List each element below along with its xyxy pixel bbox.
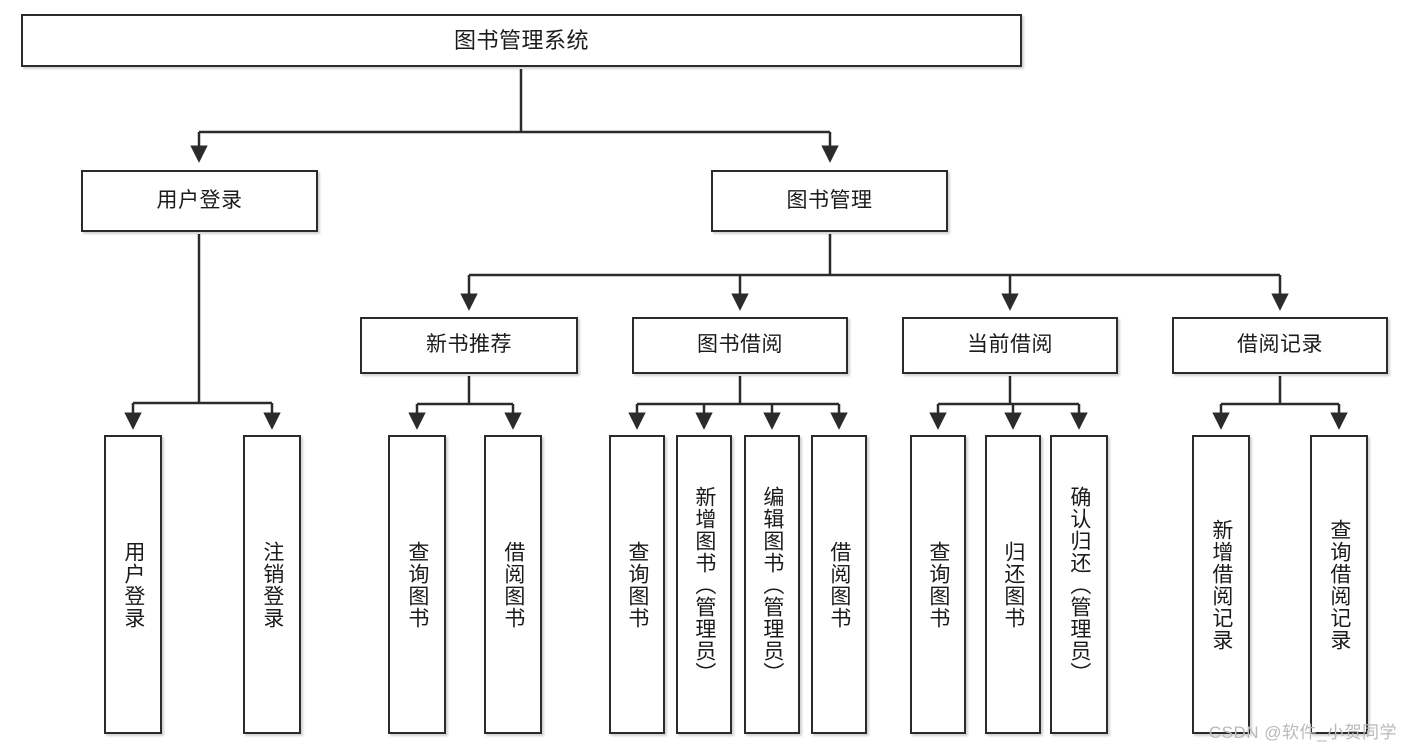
leaf-query-book-b-label: 查询图书 xyxy=(625,540,649,629)
leaf-add-book-admin[interactable]: 新增图书（管理员） xyxy=(676,435,732,734)
node-borrow-record-label: 借阅记录 xyxy=(1237,333,1323,357)
leaf-confirm-return-admin[interactable]: 确认归还（管理员） xyxy=(1050,435,1108,734)
leaf-borrow-book-b-label: 借阅图书 xyxy=(827,540,851,629)
leaf-borrow-book-a-label: 借阅图书 xyxy=(501,540,525,629)
node-book-borrow[interactable]: 图书借阅 xyxy=(632,317,848,374)
leaf-borrow-book-a[interactable]: 借阅图书 xyxy=(484,435,542,734)
leaf-confirm-return-admin-label: 确认归还（管理员） xyxy=(1067,485,1091,684)
node-book-borrow-label: 图书借阅 xyxy=(697,333,783,357)
leaf-return-book[interactable]: 归还图书 xyxy=(985,435,1041,734)
node-user-login-label: 用户登录 xyxy=(156,188,243,212)
leaf-user-logout-label: 注销登录 xyxy=(260,540,284,629)
leaf-query-borrow-record[interactable]: 查询借阅记录 xyxy=(1310,435,1368,734)
leaf-query-book-c[interactable]: 查询图书 xyxy=(910,435,966,734)
node-borrow-record[interactable]: 借阅记录 xyxy=(1172,317,1388,374)
leaf-add-book-admin-label: 新增图书（管理员） xyxy=(692,485,716,684)
leaf-user-logout[interactable]: 注销登录 xyxy=(243,435,301,734)
leaf-edit-book-admin[interactable]: 编辑图书（管理员） xyxy=(744,435,800,734)
leaf-add-borrow-record[interactable]: 新增借阅记录 xyxy=(1192,435,1250,734)
leaf-user-login[interactable]: 用户登录 xyxy=(104,435,162,734)
leaf-return-book-label: 归还图书 xyxy=(1001,540,1025,629)
leaf-borrow-book-b[interactable]: 借阅图书 xyxy=(811,435,867,734)
leaf-edit-book-admin-label: 编辑图书（管理员） xyxy=(760,485,784,684)
node-new-book-recommend-label: 新书推荐 xyxy=(426,333,512,357)
node-book-manage[interactable]: 图书管理 xyxy=(711,170,948,232)
leaf-query-book-c-label: 查询图书 xyxy=(926,540,950,629)
leaf-query-borrow-record-label: 查询借阅记录 xyxy=(1327,518,1351,651)
leaf-query-book-a-label: 查询图书 xyxy=(405,540,429,629)
node-user-login[interactable]: 用户登录 xyxy=(81,170,318,232)
node-root[interactable]: 图书管理系统 xyxy=(21,14,1022,67)
watermark: CSDN @软件_小贺同学 xyxy=(1208,723,1397,742)
leaf-query-book-a[interactable]: 查询图书 xyxy=(388,435,446,734)
node-current-borrow-label: 当前借阅 xyxy=(967,333,1053,357)
leaf-query-book-b[interactable]: 查询图书 xyxy=(609,435,665,734)
node-book-manage-label: 图书管理 xyxy=(786,188,873,212)
node-root-label: 图书管理系统 xyxy=(453,27,589,53)
leaf-user-login-label: 用户登录 xyxy=(121,540,145,629)
node-new-book-recommend[interactable]: 新书推荐 xyxy=(360,317,578,374)
node-current-borrow[interactable]: 当前借阅 xyxy=(902,317,1118,374)
leaf-add-borrow-record-label: 新增借阅记录 xyxy=(1209,518,1233,651)
